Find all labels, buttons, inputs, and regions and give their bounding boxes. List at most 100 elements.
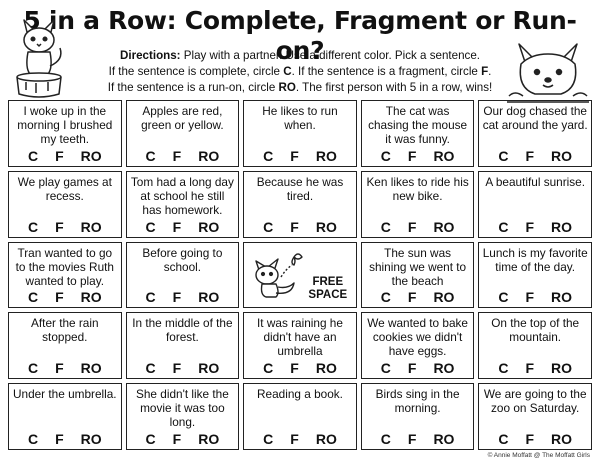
option-complete[interactable]: C (263, 360, 274, 377)
option-complete[interactable]: C (27, 289, 39, 306)
option-fragment[interactable]: F (55, 218, 64, 235)
option-run-on[interactable]: RO (198, 218, 220, 235)
option-run-on[interactable]: RO (433, 360, 455, 377)
option-complete[interactable]: C (498, 218, 509, 235)
option-run-on[interactable]: RO (551, 360, 573, 377)
option-run-on[interactable]: RO (433, 218, 455, 235)
option-run-on[interactable]: RO (551, 218, 573, 235)
option-complete[interactable]: C (145, 431, 156, 447)
option-fragment[interactable]: F (525, 218, 535, 235)
option-complete[interactable]: C (380, 218, 391, 235)
option-fragment[interactable]: F (525, 360, 535, 377)
sentence-text: Reading a book. (257, 387, 343, 402)
option-run-on[interactable]: RO (433, 147, 455, 164)
option-complete[interactable]: C (145, 360, 156, 377)
option-complete[interactable]: C (27, 431, 39, 447)
option-run-on[interactable]: RO (198, 289, 220, 306)
option-fragment[interactable]: F (55, 147, 64, 164)
option-complete[interactable]: C (380, 147, 391, 164)
option-complete[interactable]: C (380, 431, 391, 447)
option-run-on[interactable]: RO (315, 147, 337, 164)
option-fragment[interactable]: F (55, 431, 64, 447)
option-fragment[interactable]: F (407, 147, 417, 164)
option-run-on[interactable]: RO (198, 431, 220, 447)
option-fragment[interactable]: F (525, 147, 535, 164)
option-run-on[interactable]: RO (433, 289, 455, 306)
option-run-on[interactable]: RO (315, 360, 337, 377)
board-cell[interactable]: Tran wanted to go to the movies Ruth wan… (8, 241, 122, 309)
option-fragment[interactable]: F (407, 360, 417, 377)
board-cell[interactable]: Tom had a long day at school he still ha… (125, 170, 240, 238)
option-complete[interactable]: C (498, 360, 509, 377)
option-run-on[interactable]: RO (433, 431, 455, 447)
option-run-on[interactable]: RO (80, 431, 102, 447)
option-fragment[interactable]: F (172, 218, 182, 235)
board-cell[interactable]: Our dog chased the cat around the yard.C… (478, 100, 592, 167)
option-run-on[interactable]: RO (551, 147, 573, 164)
option-run-on[interactable]: RO (198, 147, 220, 164)
option-run-on[interactable]: RO (80, 218, 102, 235)
board-cell[interactable]: The cat was chasing the mouse it was fun… (360, 100, 475, 167)
option-run-on[interactable]: RO (315, 431, 337, 447)
sentence-text: A beautiful sunrise. (485, 174, 586, 189)
board-cell[interactable]: We wanted to bake cookies we didn't have… (360, 312, 475, 380)
option-complete[interactable]: C (27, 218, 39, 235)
option-run-on[interactable]: RO (551, 289, 573, 306)
option-fragment[interactable]: F (172, 360, 182, 377)
option-run-on[interactable]: RO (198, 360, 220, 377)
option-complete[interactable]: C (380, 289, 391, 306)
option-complete[interactable]: C (27, 147, 39, 164)
option-fragment[interactable]: F (172, 289, 182, 306)
option-run-on[interactable]: RO (80, 360, 102, 377)
board-cell[interactable]: She didn't like the movie it was too lon… (125, 383, 240, 450)
option-complete[interactable]: C (263, 431, 274, 447)
option-fragment[interactable]: F (525, 289, 535, 306)
option-complete[interactable]: C (145, 218, 156, 235)
option-fragment[interactable]: F (407, 431, 417, 447)
option-fragment[interactable]: F (290, 147, 299, 164)
option-fragment[interactable]: F (290, 218, 299, 235)
option-fragment[interactable]: F (172, 147, 182, 164)
option-fragment[interactable]: F (290, 431, 299, 447)
option-fragment[interactable]: F (55, 360, 64, 377)
option-complete[interactable]: C (145, 147, 156, 164)
option-complete[interactable]: C (498, 289, 509, 306)
option-fragment[interactable]: F (55, 289, 64, 306)
option-complete[interactable]: C (27, 360, 39, 377)
board-cell[interactable]: It was raining he didn't have an umbrell… (243, 312, 357, 380)
option-run-on[interactable]: RO (551, 431, 573, 447)
board-cell[interactable]: The sun was shining we went to the beach… (360, 241, 475, 309)
option-fragment[interactable]: F (525, 431, 535, 447)
board-cell[interactable]: I woke up in the morning I brushed my te… (8, 100, 122, 167)
option-complete[interactable]: C (145, 289, 156, 306)
option-run-on[interactable]: RO (80, 289, 102, 306)
option-run-on[interactable]: RO (80, 147, 102, 164)
option-fragment[interactable]: F (290, 360, 299, 377)
option-complete[interactable]: C (498, 431, 509, 447)
option-run-on[interactable]: RO (315, 218, 337, 235)
option-complete[interactable]: C (263, 147, 274, 164)
option-complete[interactable]: C (380, 360, 391, 377)
option-fragment[interactable]: F (407, 218, 417, 235)
option-complete[interactable]: C (263, 218, 274, 235)
option-complete[interactable]: C (498, 147, 509, 164)
option-fragment[interactable]: F (407, 289, 417, 306)
option-fragment[interactable]: F (172, 431, 182, 447)
